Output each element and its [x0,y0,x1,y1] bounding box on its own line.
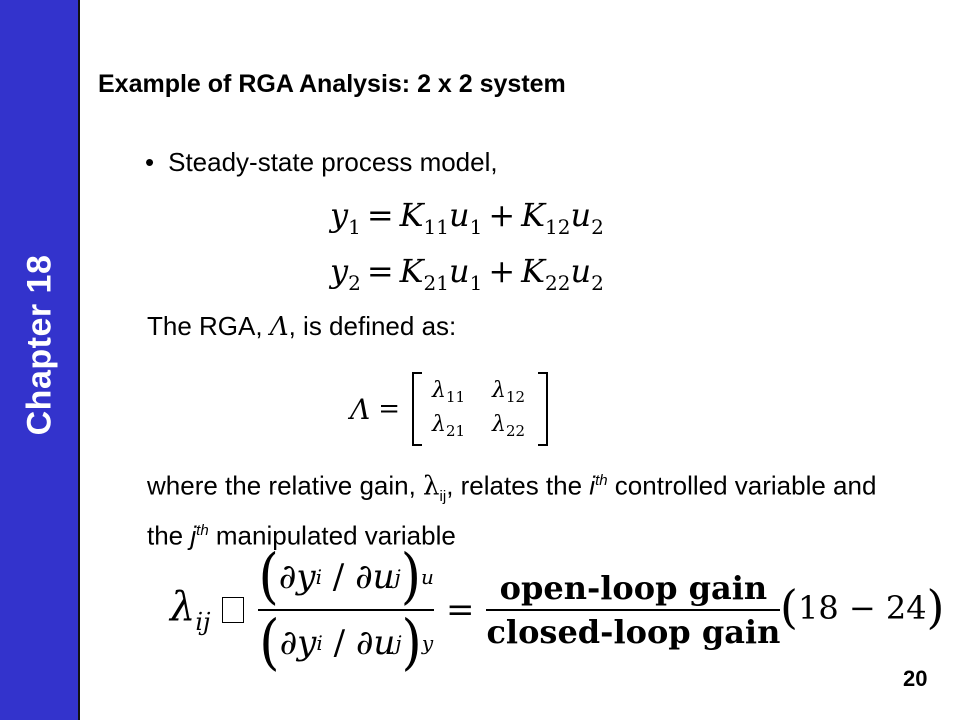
equation-y2: y2=K21u1+K22u2 [330,252,604,295]
equation-number: (18 − 24) [780,580,945,634]
slide-title: Example of RGA Analysis: 2 x 2 system [98,70,566,98]
matrix-brackets: λ11 λ12 λ21 λ22 [412,372,549,446]
matrix-cell-12: λ12 [492,378,526,406]
chapter-sidebar: Chapter 18 [0,0,80,720]
bullet-item: • Steady-state process model, [145,147,498,178]
equation-y1: y1=K11u1+K12u2 [330,196,604,239]
closed-loop-gain-text: closed-loop gain [486,613,781,651]
matrix-lhs-symbol: Λ [350,392,371,426]
matrix-cell-11: λ11 [432,378,466,406]
relative-gain-paragraph: where the relative gain, λij, relates th… [147,470,877,551]
matrix-cell-21: λ21 [432,412,466,440]
gain-ratio-fraction: open-loop gain closed-loop gain [486,569,781,651]
matrix-cell-22: λ22 [492,412,526,440]
bullet-symbol: • [145,147,155,177]
chapter-label: Chapter 18 [20,254,59,436]
formula-lambda: λij [170,584,211,636]
rga-definition-text: The RGA, Λ, is defined as: [147,311,457,342]
open-loop-gain-text: open-loop gain [499,569,768,607]
missing-glyph-box [222,597,245,623]
page-number: 20 [903,666,928,691]
rga-matrix: Λ = λ11 λ12 λ21 λ22 [350,372,549,446]
bullet-text: Steady-state process model, [168,147,498,177]
